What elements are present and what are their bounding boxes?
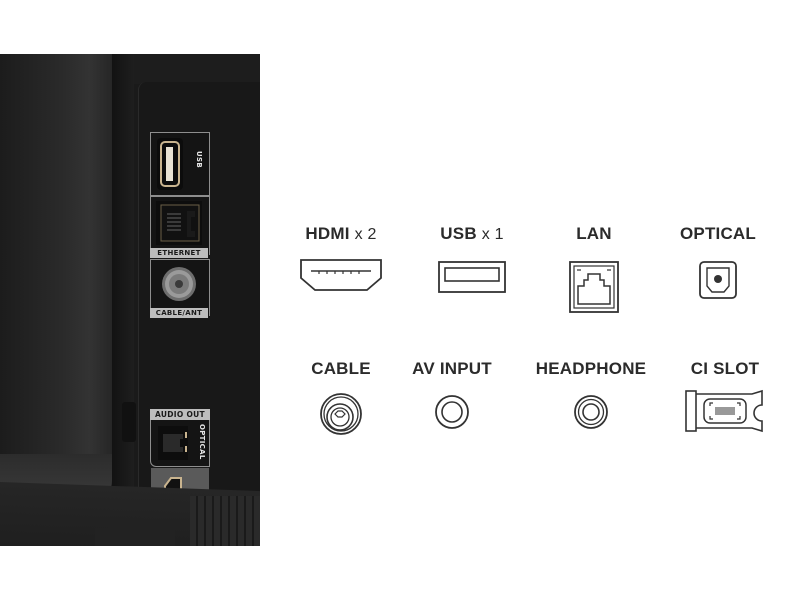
connector-name: CI SLOT — [690, 359, 760, 378]
optical-label: OPTICAL — [198, 424, 206, 460]
headphone-port-icon — [574, 395, 608, 429]
connector-count: x 1 — [481, 226, 504, 243]
ethernet-label: ETHERNET — [150, 248, 208, 258]
photo-cable-ant-port: CABLE/ANT — [150, 259, 210, 318]
ci-slot-icon — [685, 389, 763, 433]
hdmi-port-icon — [300, 259, 382, 291]
usb-port-icon — [438, 261, 506, 293]
lan-port-icon — [569, 261, 619, 313]
av-input-port-icon — [435, 395, 469, 429]
usb-label: USB — [195, 151, 203, 168]
connector-name: HEADPHONE — [535, 359, 647, 378]
connector-name: USB — [440, 224, 477, 243]
usb-port-icon — [157, 138, 183, 190]
connector-headphone: HEADPHONE — [526, 359, 656, 429]
base-ribs — [190, 496, 260, 546]
coax-port-icon — [162, 267, 196, 301]
connector-name: OPTICAL — [679, 224, 756, 243]
connector-name: AV INPUT — [412, 359, 492, 378]
connector-lan: LAN — [529, 224, 659, 313]
tv-stand — [0, 54, 112, 494]
connector-cable: CABLE — [276, 359, 406, 435]
cable-clip — [122, 402, 136, 442]
audio-out-label: AUDIO OUT — [150, 409, 210, 420]
connector-usb: USB x 1 — [407, 224, 537, 293]
connector-name: LAN — [576, 224, 612, 243]
optical-port-icon — [158, 426, 188, 460]
connector-count: x 2 — [354, 226, 377, 243]
connector-name: HDMI — [305, 224, 350, 243]
optical-port-icon — [699, 261, 737, 299]
base-detail — [95, 528, 175, 546]
connector-name: CABLE — [311, 359, 371, 378]
connector-av-input: AV INPUT — [387, 359, 517, 429]
panel-top — [134, 54, 260, 84]
connector-hdmi: HDMI x 2 — [276, 224, 406, 291]
coax-port-icon — [320, 393, 362, 435]
tv-rear-panel-photo: USB ETHERNET CABLE/ANT AUDIO OUT OPTICAL — [0, 54, 260, 546]
connector-optical: OPTICAL — [653, 224, 783, 299]
stand-gap — [112, 54, 134, 494]
ethernet-port-icon — [156, 201, 202, 245]
connector-ci-slot: CI SLOT — [660, 359, 790, 433]
photo-optical-port: OPTICAL — [150, 420, 210, 467]
photo-usb-port: USB — [150, 132, 210, 196]
photo-ethernet-port: ETHERNET — [150, 196, 210, 258]
cable-ant-label: CABLE/ANT — [150, 308, 208, 318]
